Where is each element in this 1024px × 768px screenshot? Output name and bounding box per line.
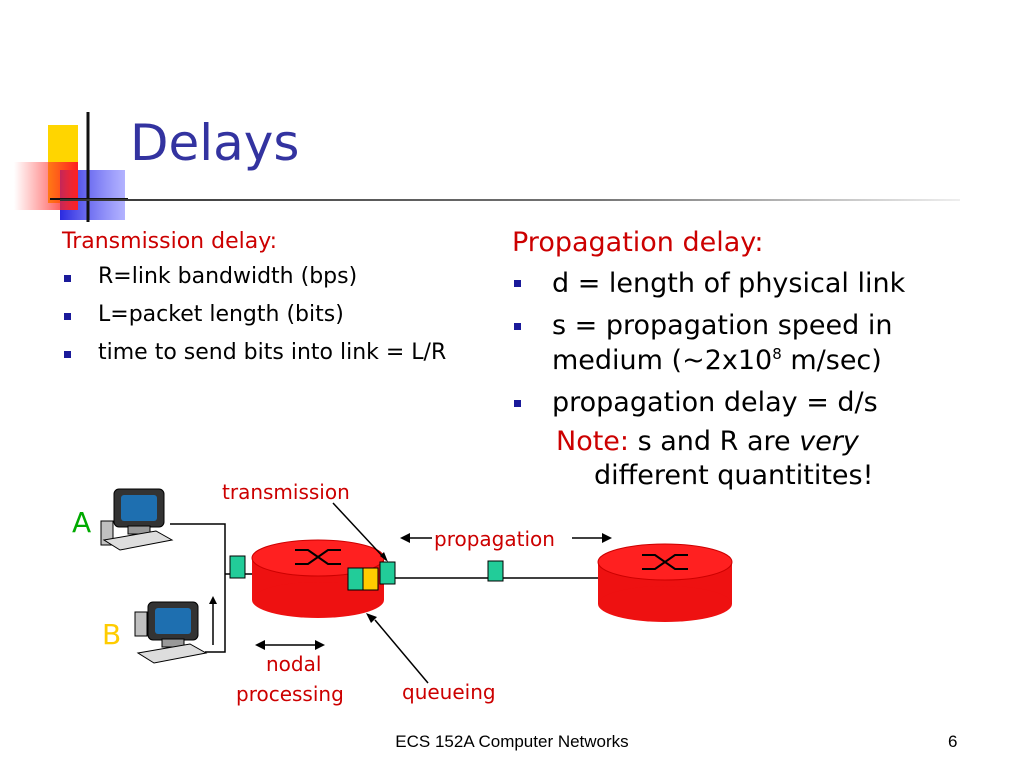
queued-packet [362, 567, 379, 591]
list-item: s = propagation speed in medium (~2x108 … [512, 309, 982, 378]
bullet-text: time to send bits into link = L/R [98, 340, 447, 366]
bullet-icon [64, 350, 71, 358]
propagation-list: d = length of physical link s = propagat… [512, 267, 982, 421]
propagation-label: propagation [434, 527, 555, 551]
note-label: Note: [556, 425, 630, 457]
bullet-text: s = propagation speed in medium (~2x10 [552, 310, 893, 376]
queued-packet [347, 567, 364, 591]
queueing-label: queueing [402, 680, 496, 704]
list-item: propagation delay = d/s [512, 386, 982, 421]
processing-label: processing [236, 682, 344, 706]
propagating-packet [487, 560, 504, 582]
bullet-icon [514, 280, 521, 288]
arrowhead-icon [400, 533, 410, 543]
transmitting-packet [379, 561, 396, 585]
transmission-pointer [332, 502, 387, 561]
note: Note: s and R are very different quantit… [556, 425, 1024, 494]
page-title: Delays [130, 114, 300, 172]
computer-icon [100, 488, 174, 551]
bullet-icon [64, 274, 71, 282]
bullet-text: R=link bandwidth (bps) [98, 264, 358, 290]
arrowhead-icon [380, 552, 388, 562]
host-a-label: A [72, 506, 92, 539]
queueing-pointer [374, 619, 429, 684]
transmission-list: R=link bandwidth (bps) L=packet length (… [62, 263, 472, 367]
list-item: R=link bandwidth (bps) [62, 263, 472, 291]
list-item: time to send bits into link = L/R [62, 339, 472, 367]
bullet-text: d = length of physical link [552, 267, 906, 299]
arrowhead-icon [209, 596, 217, 604]
packet [229, 555, 246, 579]
note-text-line2: different quantitites! [594, 460, 874, 492]
arrowhead-icon [255, 640, 265, 650]
bullet-text: propagation delay = d/s [552, 387, 878, 419]
computer-icon [134, 601, 208, 664]
host-b-label: B [102, 618, 122, 651]
bullet-text-tail: m/sec) [781, 344, 882, 376]
bullet-icon [64, 312, 71, 320]
exponent: 8 [772, 344, 782, 363]
red-block [14, 162, 78, 210]
title-underline [60, 199, 960, 201]
page-number: 6 [948, 732, 958, 751]
transmission-label: transmission [222, 480, 350, 504]
router-icon [251, 539, 385, 618]
list-item: d = length of physical link [512, 267, 982, 302]
note-emphasis: very [799, 425, 859, 457]
footer: ECS 152A Computer Networks [395, 732, 629, 751]
propagation-delay-section: Propagation delay: d = length of physica… [512, 226, 982, 494]
note-text: s and R are [629, 425, 800, 457]
bullet-icon [514, 322, 521, 330]
access-link [170, 523, 226, 653]
router-icon [597, 543, 733, 622]
transmission-delay-section: Transmission delay: R=link bandwidth (bp… [62, 228, 472, 378]
arrowhead-icon [602, 533, 612, 543]
arrowhead-icon [315, 640, 325, 650]
propagation-heading: Propagation delay: [512, 227, 764, 258]
nodal-label: nodal [266, 652, 322, 676]
bullet-text: L=packet length (bits) [98, 302, 344, 328]
bullet-icon [514, 399, 521, 407]
list-item: L=packet length (bits) [62, 301, 472, 329]
arrowhead-icon [366, 613, 377, 623]
transmission-heading: Transmission delay: [62, 229, 278, 254]
